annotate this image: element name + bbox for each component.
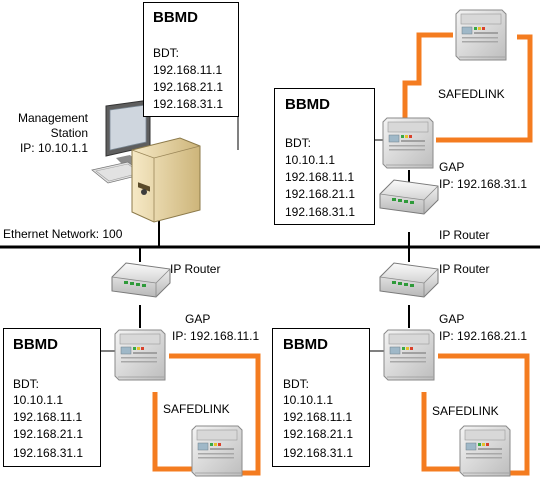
bbmd-title: BBMD	[285, 96, 330, 113]
fire-panel-icon	[383, 329, 435, 381]
management-station-label: Management Station IP: 10.10.1.1	[8, 111, 88, 156]
bdt-entry: 192.168.31.1	[285, 205, 356, 219]
ip-router-label: IP Router	[439, 228, 490, 242]
safedlink-loop-top-right	[436, 34, 533, 143]
ip-router-label: IP Router	[439, 262, 490, 276]
management-station-ip: IP: 10.10.1.1	[19, 141, 88, 155]
bdt-entry: 192.168.31.1	[153, 97, 224, 111]
bdt-label: BDT:	[13, 377, 40, 391]
bdt-entry: 192.168.21.1	[285, 187, 356, 201]
safedlink-label: SAFEDLINK	[438, 87, 505, 101]
bdt-entry: 10.10.1.1	[285, 153, 336, 167]
gap-label: GAP	[185, 312, 211, 326]
management-station-line: Station	[50, 126, 88, 140]
ip-router-label: IP Router	[170, 262, 221, 276]
bdt-entry: 10.10.1.1	[283, 393, 334, 407]
fire-panel-icon	[459, 425, 511, 477]
computer-icon	[91, 99, 201, 223]
bdt-entry: 192.168.21.1	[283, 427, 354, 441]
gap-ip: IP: 192.168.21.1	[439, 329, 528, 343]
router-icon	[379, 262, 439, 298]
bdt-label: BDT:	[285, 136, 312, 150]
bdt-entry: 192.168.11.1	[153, 63, 223, 77]
bbmd-box-management: BBMD BDT: 192.168.11.1 192.168.21.1 192.…	[143, 2, 239, 117]
gap-label: GAP	[439, 160, 465, 174]
management-station-line: Management	[17, 111, 88, 125]
fire-panel-icon	[114, 329, 166, 381]
bbmd-title: BBMD	[153, 9, 198, 26]
bbmd-box-gap-21: BBMD BDT: 10.10.1.1 192.168.11.1 192.168…	[272, 328, 370, 467]
bdt-entry: 192.168.11.1	[285, 170, 355, 184]
bdt-entry: 192.168.21.1	[13, 427, 84, 441]
bbmd-title: BBMD	[283, 336, 328, 353]
safedlink-loop-bl-left	[152, 392, 193, 472]
bdt-label: BDT:	[153, 46, 180, 60]
fire-panel-icon	[382, 117, 434, 169]
gap-ip: IP: 192.168.31.1	[439, 177, 528, 191]
bbmd-box-gap-11: BBMD BDT: 10.10.1.1 192.168.11.1 192.168…	[3, 328, 101, 467]
safedlink-loop-top	[402, 32, 453, 121]
router-icon	[379, 179, 439, 215]
gap-label: GAP	[439, 312, 465, 326]
safedlink-label: SAFEDLINK	[432, 404, 499, 418]
bdt-entry: 192.168.21.1	[153, 80, 224, 94]
bbmd-box-gap-31: BBMD BDT: 10.10.1.1 192.168.11.1 192.168…	[274, 88, 375, 225]
bdt-entry: 192.168.31.1	[283, 446, 354, 460]
router-icon	[111, 262, 171, 298]
fire-panel-icon	[455, 9, 507, 61]
safedlink-loop-br-left	[421, 392, 462, 472]
bdt-entry: 192.168.11.1	[13, 410, 83, 424]
fire-panel-icon	[191, 425, 243, 477]
safedlink-label: SAFEDLINK	[163, 402, 230, 416]
bdt-entry: 10.10.1.1	[13, 393, 64, 407]
bbmd-title: BBMD	[13, 336, 58, 353]
bdt-entry: 192.168.31.1	[13, 446, 84, 460]
bdt-entry: 192.168.11.1	[283, 410, 353, 424]
ethernet-network-label: Ethernet Network: 100	[3, 227, 123, 241]
gap-ip: IP: 192.168.11.1	[172, 329, 260, 343]
bdt-label: BDT:	[283, 377, 310, 391]
